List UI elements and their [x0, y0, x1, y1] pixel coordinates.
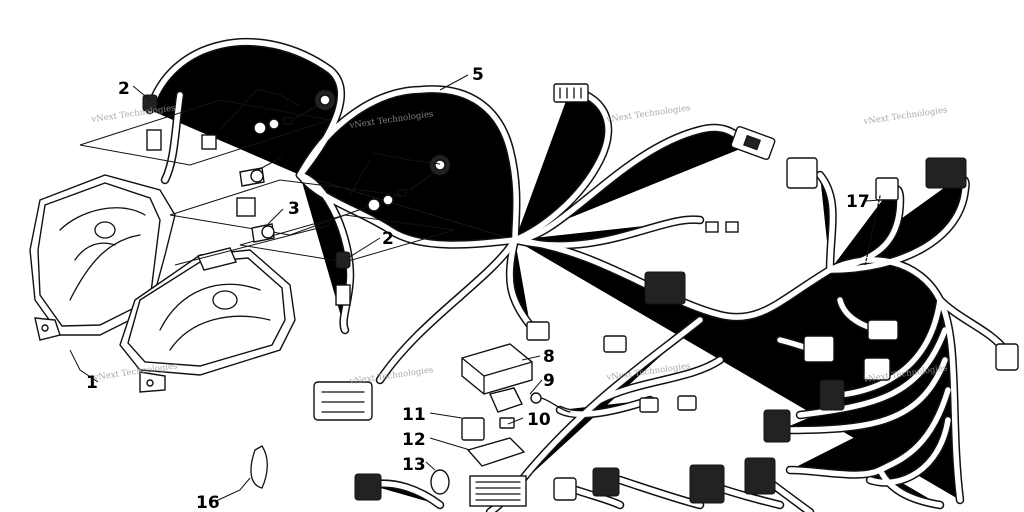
connector-mid: [526, 271, 1019, 381]
socket-upper: [142, 94, 217, 151]
flasher-relay: [489, 387, 571, 413]
callout-8: 8: [543, 347, 555, 367]
relay-box: [461, 343, 533, 395]
watermark: vNext Technologies: [862, 105, 948, 127]
callout-11: 11: [402, 405, 426, 425]
spiral-wrap: [864, 195, 881, 267]
callout-10: 10: [527, 410, 551, 430]
callout-2a: 2: [118, 79, 130, 99]
callout-leaders: [69, 74, 881, 502]
connector-left-bundle: [313, 381, 373, 421]
connector-right-upper: [786, 157, 967, 201]
headlight-right: [119, 247, 296, 393]
callout-1: 1: [86, 373, 98, 393]
callout-4b: 4: [362, 145, 374, 165]
callout-12: 12: [402, 430, 426, 450]
watermark: vNext Technologies: [605, 103, 691, 125]
fuse-relay: [461, 417, 515, 441]
bulb-upper: [239, 167, 265, 187]
callout-16: 16: [196, 493, 220, 512]
adjuster-lower: [367, 154, 451, 212]
wiring-harness: [150, 42, 1005, 512]
watermark: vNext Technologies: [90, 103, 176, 125]
callout-4a: 4: [242, 78, 254, 98]
callout-3a: 3: [277, 147, 289, 167]
wire-tie: [250, 445, 268, 489]
fuse-block: [466, 437, 527, 507]
callout-17: 17: [846, 192, 870, 212]
connector-top: [553, 83, 589, 103]
callout-13: 13: [402, 455, 426, 475]
callout-5: 5: [472, 65, 484, 85]
callout-2b: 2: [382, 229, 394, 249]
connector-bottom: [354, 221, 845, 504]
adjuster-upper: [253, 89, 336, 135]
bulb-lower: [251, 223, 275, 243]
cable-tie-clip: [430, 469, 450, 495]
connector-diag: [730, 125, 776, 161]
callout-9: 9: [543, 371, 555, 391]
callout-3b: 3: [288, 199, 300, 219]
callout-numbers: 1 2 2 3 3 4 4 5 8 9 10 11 12 13 16 17: [86, 65, 870, 512]
mounting-plates: [79, 99, 456, 266]
headlight-left: [29, 174, 176, 341]
socket-lower: [236, 197, 351, 306]
